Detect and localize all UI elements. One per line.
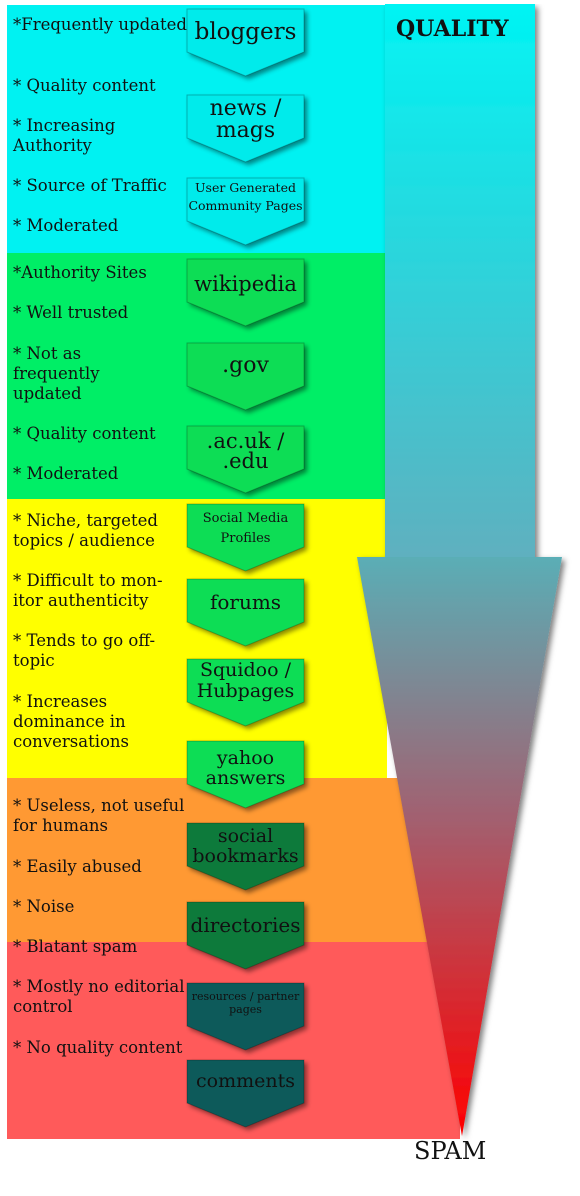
spam-label: SPAM: [414, 1137, 487, 1165]
note: * No quality content: [13, 1038, 183, 1057]
note: * Quality content: [13, 424, 156, 443]
note: * Difficult to mon-itor authenticity: [13, 571, 163, 610]
chevron-shape: [186, 342, 305, 411]
source-chevron: yahoo answers: [185, 740, 306, 810]
chevron-shape: [186, 578, 305, 647]
source-label: comments: [196, 1070, 295, 1092]
chevron-shape: [186, 94, 305, 163]
source-label: User Generated Community Pages: [188, 180, 303, 213]
source-chevron: directories: [185, 901, 306, 971]
note: *Frequently updated: [13, 15, 187, 34]
source-label: Social Media Profiles: [202, 511, 289, 546]
chevron-shape: [186, 8, 305, 77]
note: * Moderated: [13, 464, 119, 483]
source-chevron: wikipedia: [185, 258, 306, 328]
chevron-shape: [186, 425, 305, 494]
note: * Niche, targeted topics / audience: [13, 511, 158, 550]
source-chevron: social bookmarks: [185, 822, 306, 892]
source-chevron: .ac.uk / .edu: [185, 425, 306, 495]
chevron-shape: [186, 982, 305, 1051]
source-chevron: .gov: [185, 342, 306, 412]
source-label: .gov: [222, 353, 269, 378]
source-chevron: resources / partner pages: [185, 982, 306, 1052]
source-label: Squidoo / Hubpages: [196, 659, 295, 702]
chevron-shape: [186, 822, 305, 891]
quality-spam-arrow: [357, 4, 562, 1136]
note: * Tends to go off-topic: [13, 631, 156, 670]
source-chevron: User Generated Community Pages: [185, 177, 306, 247]
note: * Easily abused: [13, 857, 142, 876]
source-chevron: forums: [185, 578, 306, 648]
source-chevron: Squidoo / Hubpages: [185, 658, 306, 728]
note: * Blatant spam: [13, 937, 138, 956]
note: * Well trusted: [13, 303, 129, 322]
source-label: social bookmarks: [192, 825, 299, 867]
note: * Not as frequently updated: [13, 344, 100, 403]
note: * Increasing Authority: [13, 116, 116, 155]
source-label: forums: [209, 590, 282, 614]
source-chevron: bloggers: [185, 8, 306, 78]
note: * Useless, not useful for humans: [13, 796, 185, 835]
note: * Source of Traffic: [13, 176, 167, 195]
quality-label: QUALITY: [396, 16, 509, 42]
note: *Authority Sites: [13, 263, 147, 282]
source-label: resources / partner pages: [191, 990, 300, 1016]
note: * Mostly no editorial control: [13, 977, 185, 1016]
source-label: wikipedia: [194, 272, 297, 296]
chevron-shape: [186, 503, 305, 572]
chevron-shape: [186, 177, 305, 246]
note: * Moderated: [13, 216, 119, 235]
source-label: directories: [190, 913, 301, 937]
note: * Noise: [13, 897, 75, 916]
chevron-shape: [186, 1059, 305, 1128]
source-chevron: comments: [185, 1059, 306, 1129]
source-chevron: news / mags: [185, 94, 306, 164]
source-label: bloggers: [194, 19, 297, 45]
source-chevron: Social Media Profiles: [185, 503, 306, 573]
source-label: news / mags: [209, 96, 282, 143]
note: * Increases dominance in conversations: [13, 692, 130, 751]
note: * Quality content: [13, 76, 156, 95]
source-label: yahoo answers: [205, 747, 286, 789]
chevron-shape: [186, 901, 305, 970]
source-label: .ac.uk / .edu: [206, 429, 285, 473]
chevron-shape: [186, 258, 305, 327]
chevron-shape: [186, 740, 305, 809]
chevron-shape: [186, 658, 305, 727]
